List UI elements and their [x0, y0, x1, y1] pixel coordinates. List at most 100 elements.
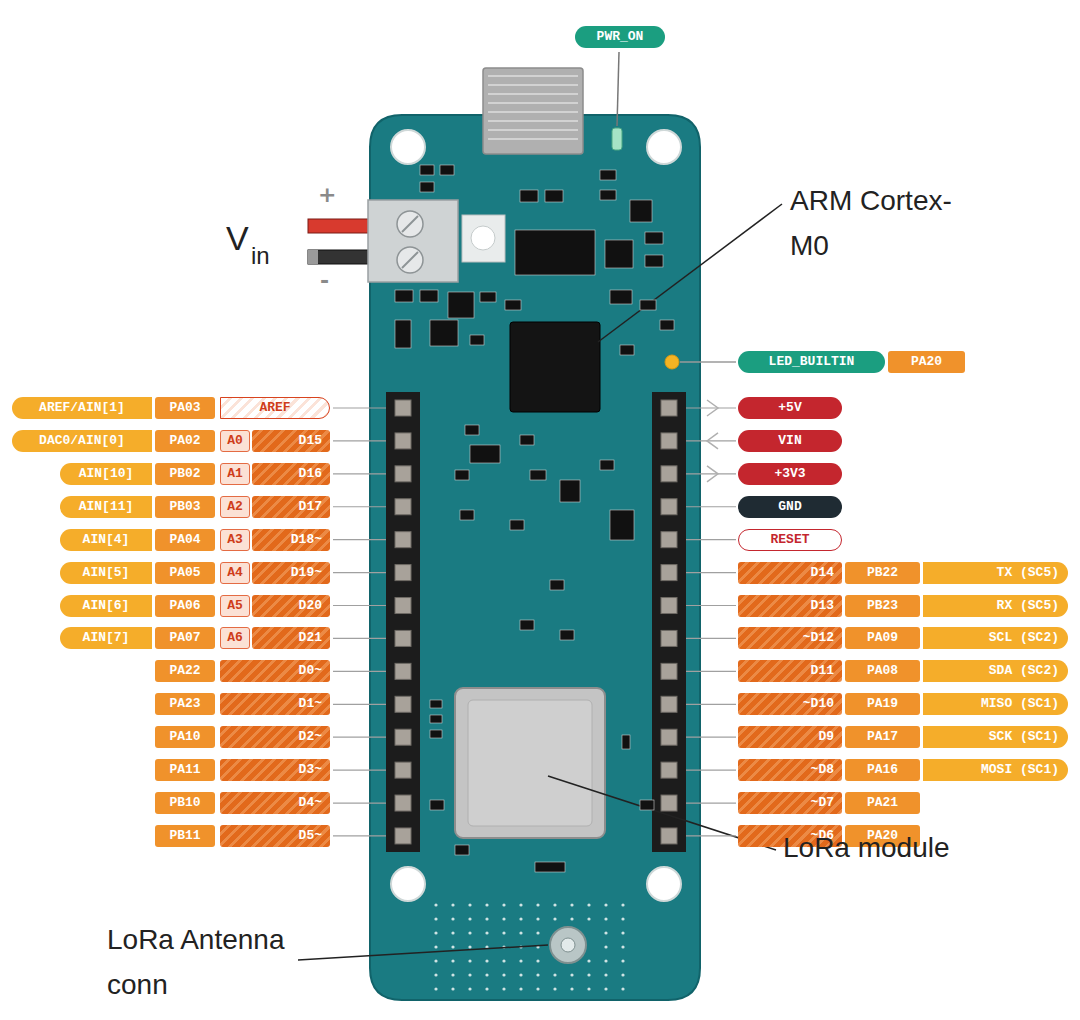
header-pad [395, 433, 411, 449]
smd-component [560, 630, 574, 640]
via-dot [621, 931, 624, 934]
via-dot [519, 917, 522, 920]
pin-leader [686, 506, 736, 507]
pin-leader [333, 835, 386, 836]
via-dot [621, 945, 624, 948]
terminal-screw [397, 247, 423, 273]
analog-pin-label: A5 [220, 595, 250, 617]
smd-component [505, 300, 521, 310]
function-label: AIN[6] [60, 595, 152, 617]
header-pad [661, 433, 677, 449]
via-dot [604, 945, 607, 948]
digital-pin-label: ~D12 [738, 627, 842, 649]
header-pad [661, 828, 677, 844]
usb-rib [488, 75, 578, 77]
via-dot [553, 987, 556, 990]
builtin-led [665, 355, 679, 369]
smd-component [640, 300, 656, 310]
smd-component [630, 200, 652, 222]
via-dot [553, 973, 556, 976]
port-pin-label: PB23 [845, 595, 920, 617]
smd-component [430, 700, 442, 708]
via-dot [587, 959, 590, 962]
via-dot [621, 903, 624, 906]
function-label: TX (SC5) [923, 562, 1068, 584]
via-dot [468, 931, 471, 934]
via-dot [468, 959, 471, 962]
pin-leader [333, 770, 386, 771]
header-pad [395, 630, 411, 646]
microcontroller-chip [510, 322, 600, 412]
function-label: AIN[5] [60, 562, 152, 584]
via-dot [451, 959, 454, 962]
smd-component [420, 165, 434, 175]
digital-pin-label: D16 [252, 463, 330, 485]
digital-pin-label: D17 [252, 496, 330, 518]
antenna-area [434, 903, 624, 990]
antenna-connector [550, 927, 586, 963]
via-dot [570, 973, 573, 976]
pin-leader [333, 539, 386, 540]
smd-component [455, 470, 469, 480]
function-label: DAC0/AIN[0] [12, 430, 152, 452]
via-dot [485, 959, 488, 962]
via-dot [570, 987, 573, 990]
header-pad [395, 795, 411, 811]
pin-leader [686, 605, 736, 606]
usb-rib [488, 84, 578, 86]
screw-slot [402, 252, 418, 268]
pin-leader [686, 737, 736, 738]
smd-component [465, 425, 479, 435]
via-dot [621, 917, 624, 920]
digital-pin-label: D13 [738, 595, 842, 617]
port-pin-label: PB03 [155, 496, 215, 518]
via-dot [604, 973, 607, 976]
via-dot [502, 931, 505, 934]
pin-leader [333, 802, 386, 803]
via-dot [519, 987, 522, 990]
callout-label: ARM Cortex-M0 [790, 179, 965, 269]
digital-pin-label: ~D10 [738, 693, 842, 715]
via-dot [519, 903, 522, 906]
smd-component [610, 290, 632, 304]
via-dot [587, 917, 590, 920]
smd-component [470, 445, 500, 463]
port-pin-label: PA03 [155, 397, 215, 419]
via-dot [502, 987, 505, 990]
header-pad [661, 466, 677, 482]
via-dot [570, 917, 573, 920]
header-pad [661, 696, 677, 712]
callout-label: LoRa Antenna conn [107, 918, 322, 1008]
screw-terminal [368, 200, 458, 282]
pin-leader [686, 638, 736, 639]
smd-component [520, 435, 534, 445]
via-dot [434, 945, 437, 948]
pin-leader [686, 802, 736, 803]
header-pad [661, 499, 677, 515]
smd-component [560, 480, 580, 502]
reset-button-cap [471, 226, 495, 250]
leader-line [680, 361, 736, 363]
header-pad [395, 532, 411, 548]
smd-component [645, 232, 663, 244]
function-label: SDA (SC2) [923, 660, 1068, 682]
via-dot [536, 931, 539, 934]
voltage-label: V [226, 221, 249, 255]
header-strip [386, 392, 420, 852]
usb-rib [488, 102, 578, 104]
mounting-hole [391, 867, 425, 901]
function-label: MISO (SC1) [923, 693, 1068, 715]
header-pad [395, 598, 411, 614]
smd-component [420, 290, 438, 302]
pin-leader [333, 473, 386, 474]
via-dot [434, 959, 437, 962]
smd-component [610, 510, 634, 540]
smd-component [480, 292, 496, 302]
digital-pin-label: D9 [738, 726, 842, 748]
smd-component [395, 290, 413, 302]
port-pin-label: PA19 [845, 693, 920, 715]
via-dot [485, 973, 488, 976]
usb-connector-ribs [488, 76, 578, 139]
header-pad [661, 532, 677, 548]
